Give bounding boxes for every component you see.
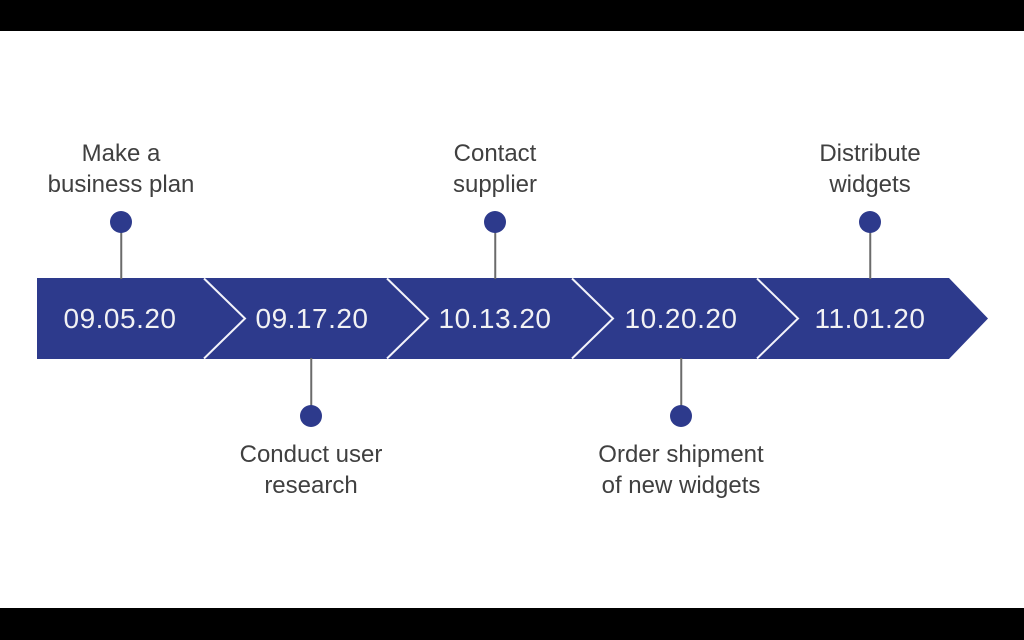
letterbox-top: [0, 0, 1024, 31]
timeline-date: 11.01.20: [814, 302, 926, 334]
milestone-connector-line: [680, 358, 682, 416]
timeline-date: 09.05.20: [63, 302, 177, 334]
milestone-label: Distribute widgets: [819, 138, 920, 200]
milestone-label-line: supplier: [452, 171, 538, 198]
milestone-label-line: widgets: [829, 171, 911, 198]
milestone-label-line: research: [264, 472, 358, 499]
milestone-label-line: business plan: [47, 171, 195, 198]
milestone-label: Order shipment of new widgets: [598, 439, 763, 501]
milestone-label-line: of new widgets: [601, 472, 761, 499]
milestone-dot: [300, 405, 322, 427]
chevron-separator-icon: [571, 277, 615, 360]
milestone-label-line: Conduct user: [239, 441, 383, 468]
milestone-dot: [484, 211, 506, 233]
timeline-arrow-bar: [37, 278, 988, 359]
timeline-date: 10.13.20: [438, 302, 552, 334]
milestone-connector-line: [310, 358, 312, 416]
timeline-date: 09.17.20: [255, 302, 369, 334]
letterbox-bottom: [0, 608, 1024, 640]
milestone-label: Contact supplier: [453, 138, 537, 200]
timeline-slide: 09.05.20 09.17.20 10.13.20 10.20.20 11.0…: [0, 31, 1024, 608]
timeline-date: 10.20.20: [624, 302, 738, 334]
milestone-connector-line: [869, 222, 871, 279]
milestone-dot: [859, 211, 881, 233]
milestone-label-line: Order shipment: [598, 441, 764, 468]
milestone-label: Conduct user research: [240, 439, 383, 501]
milestone-label: Make a business plan: [48, 138, 195, 200]
chevron-separator-icon: [386, 277, 430, 360]
milestone-label-line: Make a: [81, 140, 161, 167]
milestone-dot: [670, 405, 692, 427]
chevron-separator-icon: [203, 277, 247, 360]
timeline-bar-graphic: [37, 277, 988, 360]
milestone-label-line: Contact: [453, 140, 537, 167]
milestone-connector-line: [494, 222, 496, 279]
milestone-label-line: Distribute: [819, 140, 921, 167]
milestone-connector-line: [120, 222, 122, 279]
chevron-separator-icon: [756, 277, 800, 360]
milestone-dot: [110, 211, 132, 233]
